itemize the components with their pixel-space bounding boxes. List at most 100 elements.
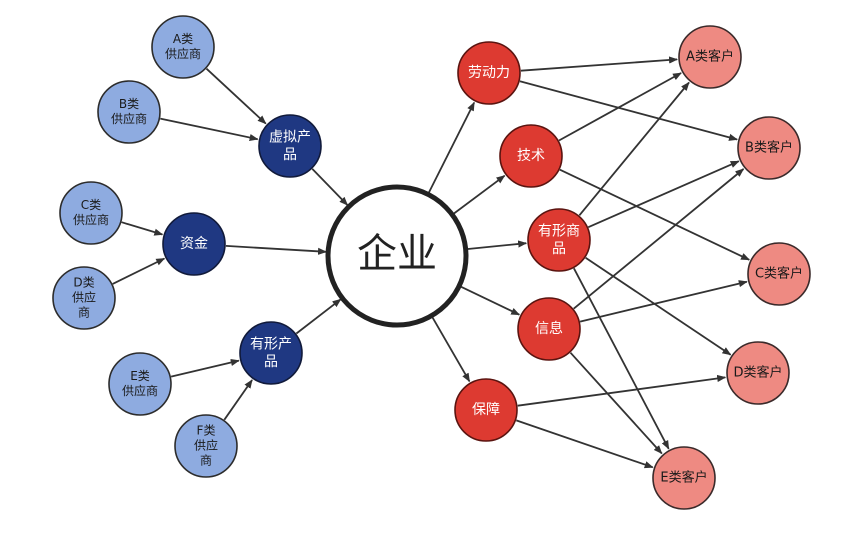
arrow-goods-to-custB: [587, 160, 740, 229]
node-label-supB-line-1: 供应商: [111, 111, 147, 126]
arrow-info-to-custC: [579, 280, 748, 323]
node-circle-supE: [108, 352, 172, 416]
node-circle-goods: [527, 208, 591, 272]
node-label-goods-line-1: 品: [552, 241, 566, 257]
arrow-ent-to-tech: [452, 174, 506, 215]
node-label-custA-line-0: A类客户: [686, 49, 734, 65]
arrow-info-to-custE: [569, 352, 663, 455]
arrow-supD-to-fund: [112, 257, 166, 285]
arrow-virt-to-ent: [311, 168, 349, 206]
arrow-ent-to-guar: [431, 316, 471, 383]
node-circle-labor: [457, 41, 521, 105]
node-circle-custB: [737, 116, 801, 180]
arrow-guar-to-custE: [516, 419, 654, 469]
node-label-custE-line-0: E类客户: [660, 470, 707, 486]
node-label-supD-line-1: 供应: [72, 290, 96, 305]
node-custB: B类客户: [737, 116, 801, 180]
node-ent: 企业: [325, 184, 469, 328]
node-circle-custC: [747, 242, 811, 306]
node-label-custD-line-0: D类客户: [733, 365, 782, 381]
arrow-fund-to-ent: [225, 245, 327, 255]
arrow-ent-to-labor: [427, 101, 476, 194]
arrow-goods-to-custE: [573, 267, 670, 450]
node-custC: C类客户: [747, 242, 811, 306]
node-label-custC-line-0: C类客户: [755, 266, 803, 282]
edges-layer: [112, 56, 751, 469]
node-circle-virt: [258, 114, 322, 178]
node-labor: 劳动力: [457, 41, 521, 105]
arrow-labor-to-custA: [520, 56, 678, 72]
node-label-custB-line-0: B类客户: [745, 140, 793, 156]
node-label-tang-line-1: 品: [264, 354, 278, 370]
node-label-supC-line-0: C类: [81, 198, 101, 212]
node-label-tang-line-0: 有形产: [250, 336, 292, 352]
arrow-supC-to-fund: [121, 221, 164, 236]
node-circle-supD: [52, 266, 116, 330]
node-label-supA-line-0: A类: [173, 32, 193, 46]
arrow-info-to-custB: [573, 168, 745, 310]
arrow-tang-to-ent: [295, 298, 342, 335]
arrow-ent-to-info: [459, 285, 521, 316]
node-label-virt-line-0: 虚拟产: [269, 129, 311, 145]
node-guar: 保障: [454, 378, 518, 442]
node-label-supB-line-0: B类: [119, 97, 139, 111]
node-label-goods-line-0: 有形商: [538, 223, 580, 239]
node-tech: 技术: [499, 124, 563, 188]
node-label-supD-line-0: D类: [73, 276, 94, 290]
node-label-info-line-0: 信息: [535, 320, 563, 337]
node-circle-custD: [726, 341, 790, 405]
node-custA: A类客户: [678, 25, 742, 89]
node-label-supF-line-2: 商: [200, 453, 212, 468]
node-label-supF-line-0: F类: [197, 424, 216, 438]
node-circle-guar: [454, 378, 518, 442]
arrow-supA-to-virt: [205, 68, 267, 125]
node-custD: D类客户: [726, 341, 790, 405]
node-custE: E类客户: [652, 446, 716, 510]
node-label-virt-line-1: 品: [283, 147, 297, 163]
node-fund: 资金: [162, 212, 226, 276]
node-circle-ent: [325, 184, 469, 328]
node-circle-supA: [151, 15, 215, 79]
node-circle-tech: [499, 124, 563, 188]
node-label-supE-line-1: 供应商: [122, 383, 158, 398]
node-label-tech-line-0: 技术: [517, 148, 545, 164]
arrow-labor-to-custB: [519, 80, 738, 141]
node-info: 信息: [517, 297, 581, 361]
node-label-ent-line-0: 企业: [357, 231, 437, 277]
node-circle-custA: [678, 25, 742, 89]
arrow-supE-to-tang: [170, 358, 240, 378]
arrow-supF-to-tang: [223, 379, 253, 421]
node-label-supF-line-1: 供应: [194, 438, 218, 453]
arrow-tech-to-custC: [559, 168, 751, 261]
node-label-supD-line-2: 商: [78, 305, 90, 320]
nodes-layer: A类供应商B类供应商C类供应商D类供应商E类供应商F类供应商虚拟产品资金有形产品…: [52, 15, 811, 510]
node-circle-info: [517, 297, 581, 361]
arrow-tech-to-custA: [558, 72, 682, 142]
node-label-supC-line-1: 供应商: [73, 212, 109, 227]
arrow-supB-to-virt: [160, 117, 259, 142]
node-circle-supB: [97, 80, 161, 144]
arrow-guar-to-custD: [517, 374, 727, 407]
node-circle-tang: [239, 321, 303, 385]
node-label-supE-line-0: E类: [130, 369, 150, 383]
arrow-goods-to-custD: [585, 257, 732, 356]
node-circle-custE: [652, 446, 716, 510]
node-label-supA-line-1: 供应商: [165, 46, 201, 61]
node-label-guar-line-0: 保障: [472, 402, 500, 418]
node-circle-fund: [162, 212, 226, 276]
arrow-goods-to-custA: [578, 81, 690, 216]
node-label-labor-line-0: 劳动力: [468, 65, 510, 81]
node-circle-supF: [174, 414, 238, 478]
arrow-ent-to-goods: [466, 240, 528, 250]
node-label-fund-line-0: 资金: [180, 236, 208, 252]
